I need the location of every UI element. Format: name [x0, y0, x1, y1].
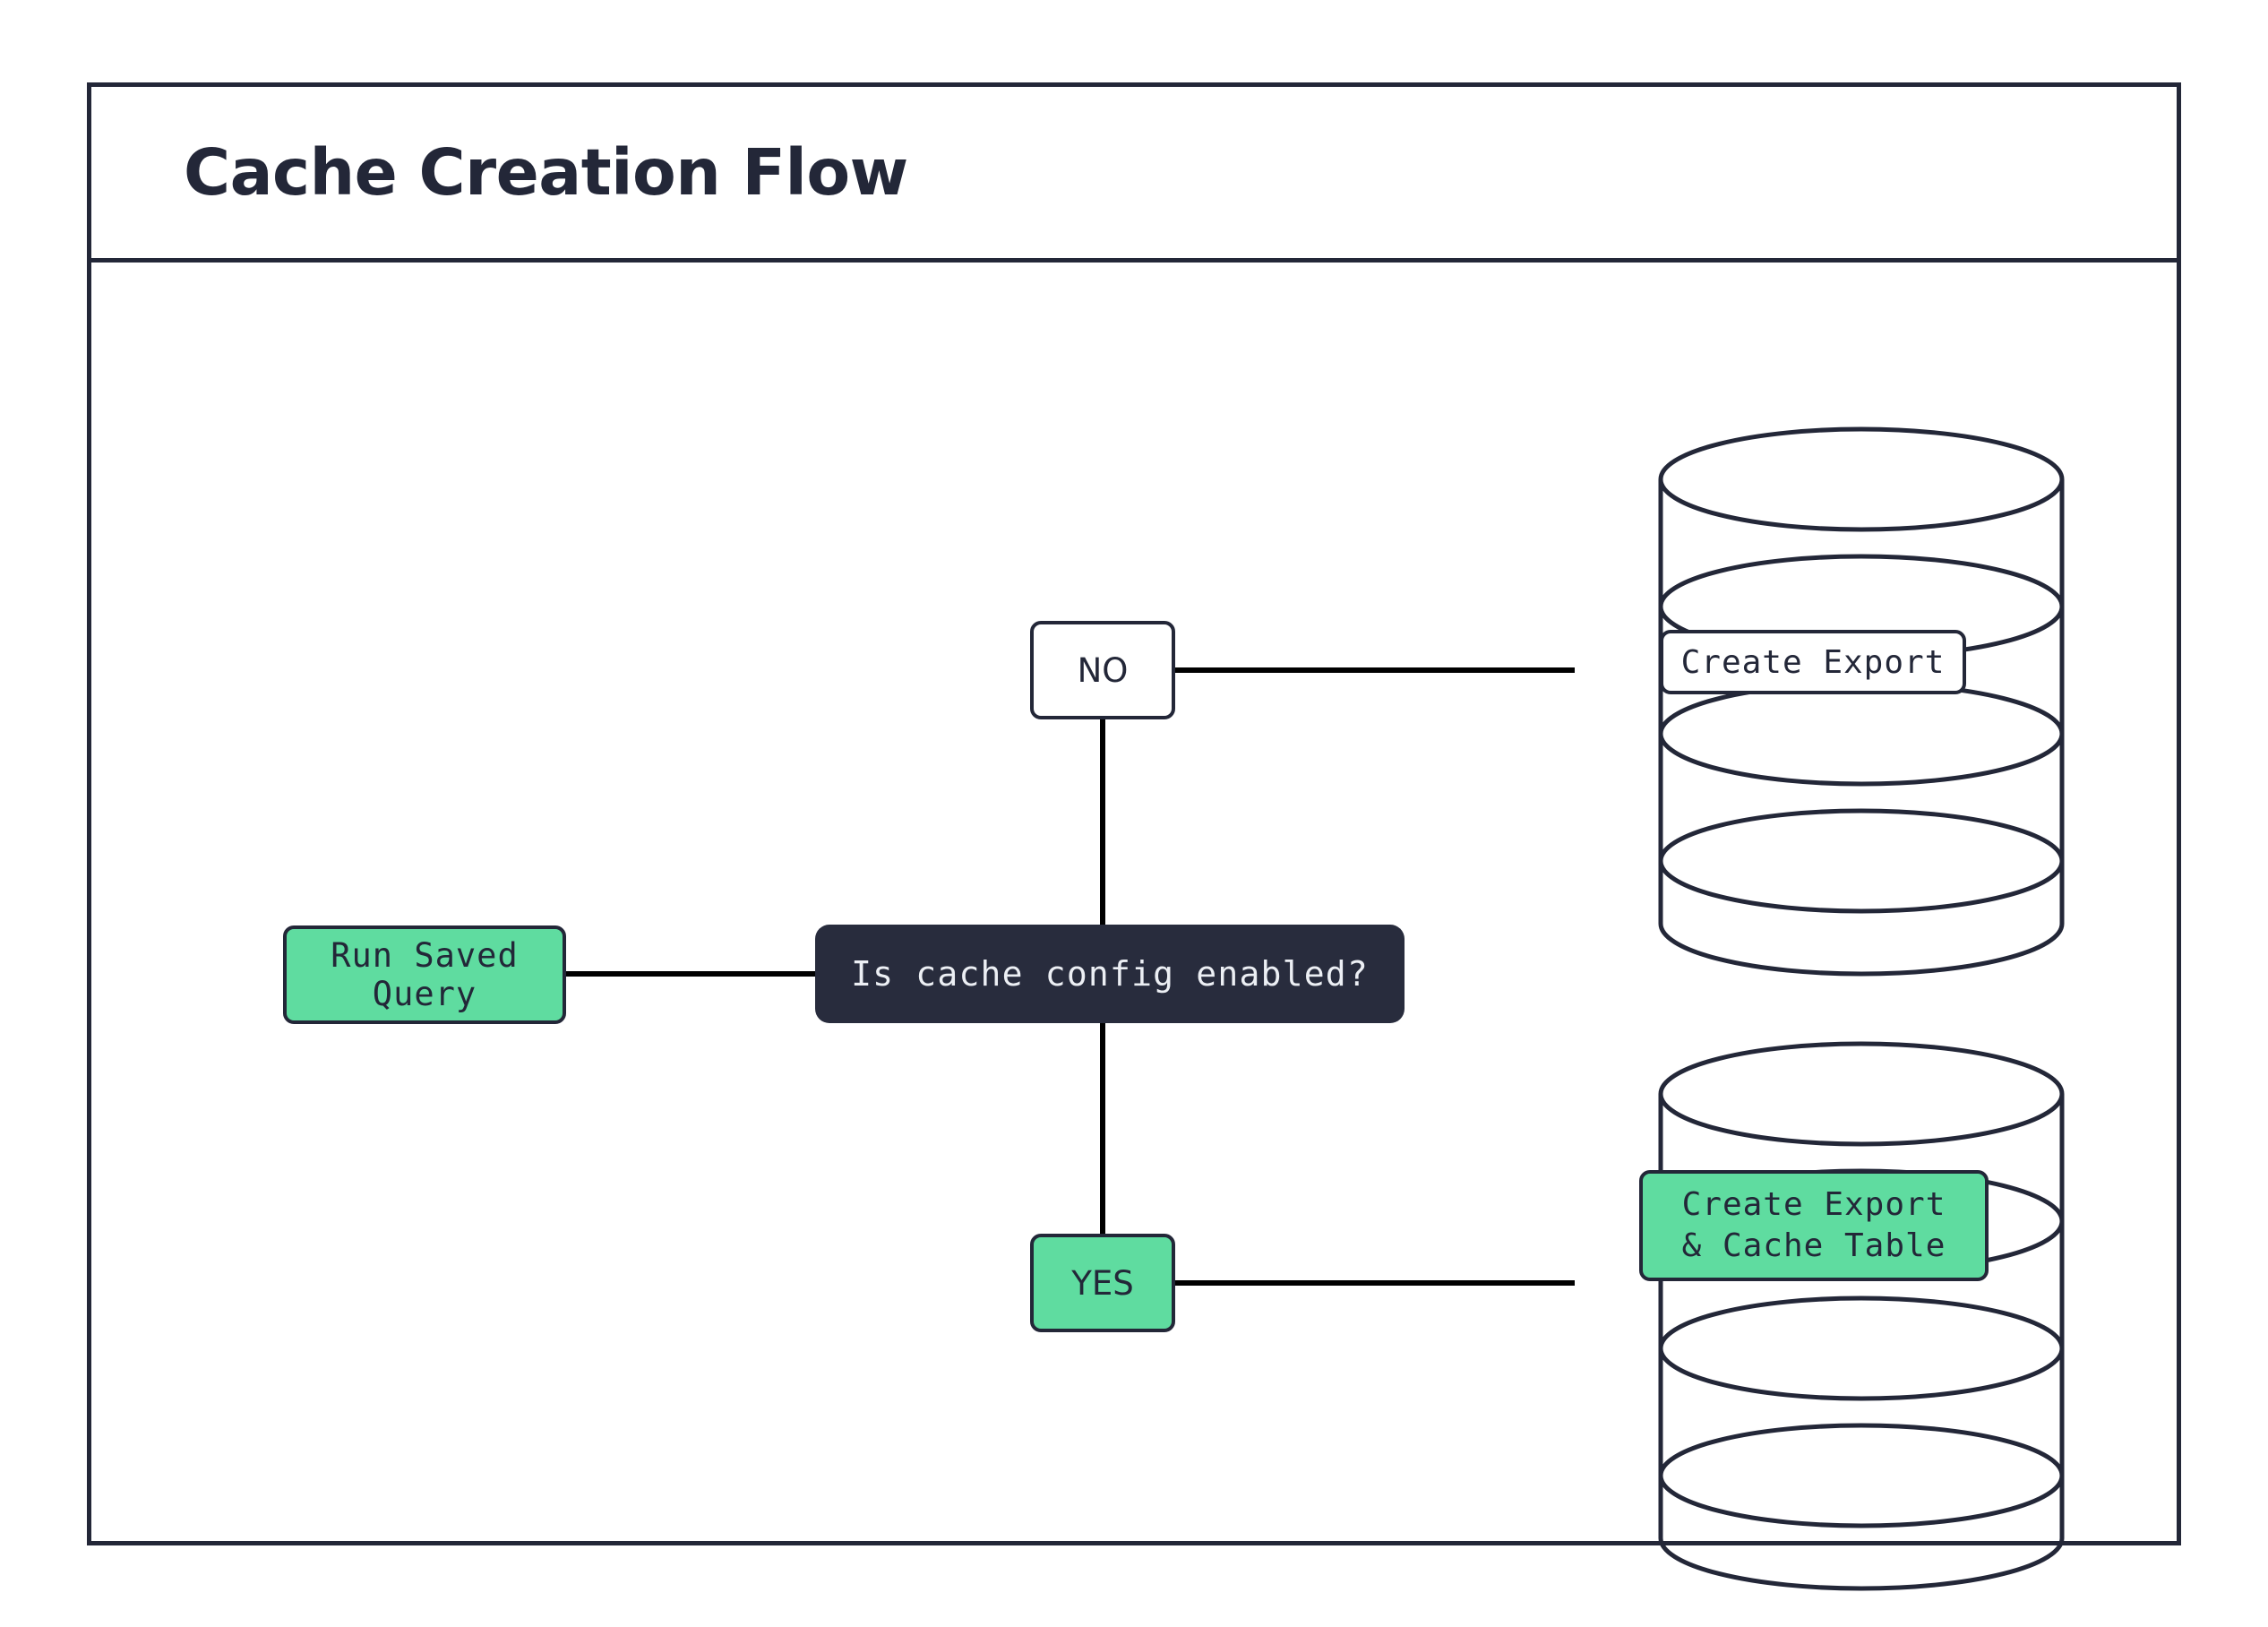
database-cylinder-icon: [1658, 1041, 2065, 1591]
db-top-label-box[interactable]: Create Export: [1660, 630, 1966, 694]
db-top-label-text: Create Export: [1680, 643, 1946, 681]
connector-decision-to-yes: [1100, 1022, 1105, 1234]
db-bottom-label-line2: & Cache Table: [1681, 1227, 1946, 1264]
connector-query-to-decision: [566, 971, 817, 977]
db-bottom-label-box[interactable]: Create Export & Cache Table: [1639, 1170, 1989, 1281]
connector-no-to-db-top: [1175, 667, 1575, 673]
node-yes-label: YES: [1071, 1263, 1134, 1303]
diagram-canvas: Create Export Create Export & Cache Tabl…: [91, 263, 2177, 1591]
diagram-header: Cache Creation Flow: [91, 87, 2177, 263]
node-no[interactable]: NO: [1030, 621, 1175, 719]
db-bottom-label-line1: Create Export: [1681, 1185, 1946, 1223]
diagram-frame: Cache Creation Flow Creat: [87, 82, 2181, 1591]
page-title: Cache Creation Flow: [184, 135, 908, 210]
node-yes[interactable]: YES: [1030, 1234, 1175, 1332]
node-no-label: NO: [1077, 650, 1129, 690]
connector-decision-to-no: [1100, 719, 1105, 925]
node-decision-label: Is cache config enabled?: [851, 954, 1369, 994]
node-run-saved-query[interactable]: Run Saved Query: [283, 925, 566, 1024]
connector-yes-to-db-bottom: [1175, 1280, 1575, 1286]
node-is-cache-config-enabled[interactable]: Is cache config enabled?: [815, 925, 1405, 1023]
node-run-saved-query-label: Run Saved Query: [331, 936, 519, 1013]
